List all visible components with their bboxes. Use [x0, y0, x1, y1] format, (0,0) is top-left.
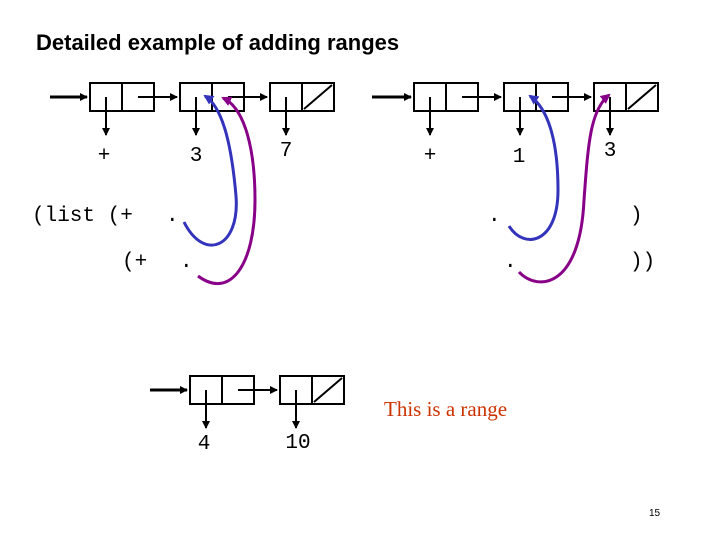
- range-value-1: 4: [198, 433, 211, 456]
- purple-arrow-list2: [517, 93, 611, 284]
- code-line2-dot2: .: [504, 251, 517, 274]
- page-number: 15: [649, 508, 661, 519]
- range-value-2: 10: [285, 432, 310, 455]
- list2-cell1: [413, 82, 502, 136]
- list1-value-3: 7: [280, 140, 293, 163]
- slide-title: Detailed example of adding ranges: [36, 30, 400, 55]
- list2-cell2: [503, 82, 592, 136]
- list2-value-3: 3: [604, 140, 617, 163]
- list1-value-2: 3: [190, 145, 203, 168]
- list1-cell1: [89, 82, 178, 136]
- code-line1-dot1: .: [166, 205, 179, 228]
- list1-value-1: +: [98, 145, 111, 168]
- code-line2-close: )): [630, 251, 656, 274]
- blue-arrow-list2: [507, 94, 560, 241]
- list2: [372, 82, 659, 136]
- list2-value-2: 1: [513, 146, 526, 169]
- code-line1-prefix: (list (+: [32, 205, 133, 228]
- code-line2-prefix: (+: [122, 251, 148, 274]
- code-line1-dot2: .: [488, 205, 501, 228]
- purple-arrow-list1: [197, 96, 257, 286]
- range-list: [150, 375, 345, 429]
- range-cell2: [279, 375, 345, 429]
- nil-slash: [627, 84, 657, 110]
- range-annotation: This is a range: [384, 397, 508, 421]
- list2-value-1: +: [424, 145, 437, 168]
- range-cell1: [189, 375, 278, 429]
- list1-cell3: [269, 82, 335, 136]
- list1: [50, 82, 335, 136]
- nil-slash: [313, 377, 343, 403]
- code-line1-close: ): [630, 205, 643, 228]
- blue-arrow-list1: [182, 94, 238, 247]
- nil-slash: [303, 84, 333, 110]
- list2-cell3: [593, 82, 659, 136]
- code-line2-dot1: .: [180, 251, 193, 274]
